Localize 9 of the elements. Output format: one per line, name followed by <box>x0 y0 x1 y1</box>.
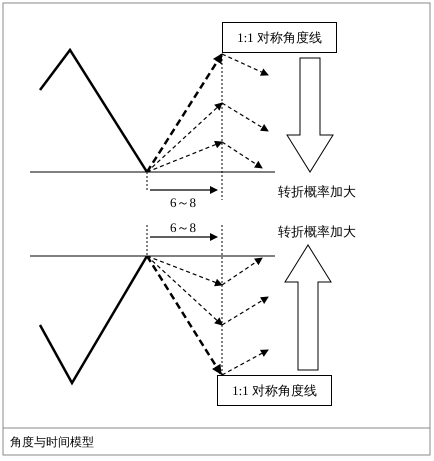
dimension-label: 6～8 <box>170 220 196 236</box>
annotation-text: 转折概率加大 <box>278 224 356 240</box>
dashed-arrow <box>146 53 224 173</box>
caption: 角度与时间模型 <box>10 434 94 450</box>
callout-box: 1:1 对称角度线 <box>222 22 337 53</box>
callout-box: 1:1 对称角度线 <box>217 375 332 406</box>
annotation-text: 转折概率加大 <box>278 184 356 200</box>
dimension-label: 6～8 <box>170 195 196 211</box>
dashed-arrow <box>146 255 222 375</box>
